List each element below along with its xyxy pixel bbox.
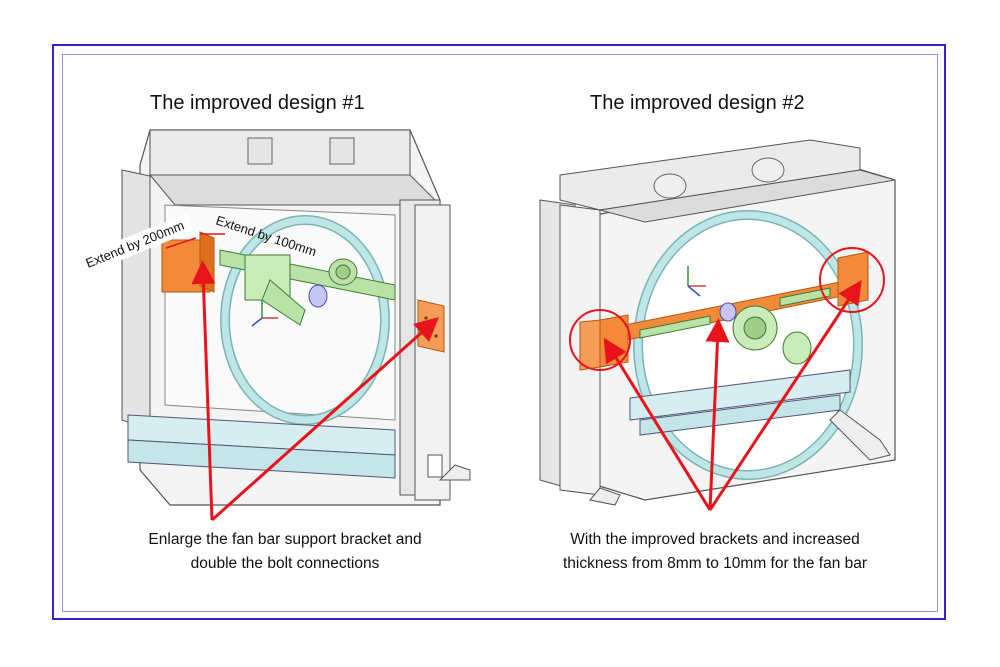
design-1-caption-line-1: Enlarge the fan bar support bracket and <box>148 531 422 548</box>
design-2-arrows <box>603 279 862 511</box>
design-2-caption: With the improved brackets and increased… <box>515 528 915 576</box>
design-1-caption-line-2: double the bolt connections <box>190 555 380 572</box>
design-1-title: The improved design #1 <box>150 92 365 114</box>
design-2-caption-line-2: thickness from 8mm to 10mm for the fan b… <box>562 555 868 572</box>
design-1-caption: Enlarge the fan bar support bracket and … <box>95 528 475 576</box>
inner-frame <box>62 54 938 612</box>
design-1-arrows <box>191 260 439 522</box>
design-2-title: The improved design #2 <box>590 92 805 114</box>
design-1-illustration <box>121 129 471 506</box>
design-2-caption-line-1: With the improved brackets and increased <box>570 531 860 548</box>
outer-frame <box>52 44 946 620</box>
design-2-illustration <box>539 139 896 506</box>
